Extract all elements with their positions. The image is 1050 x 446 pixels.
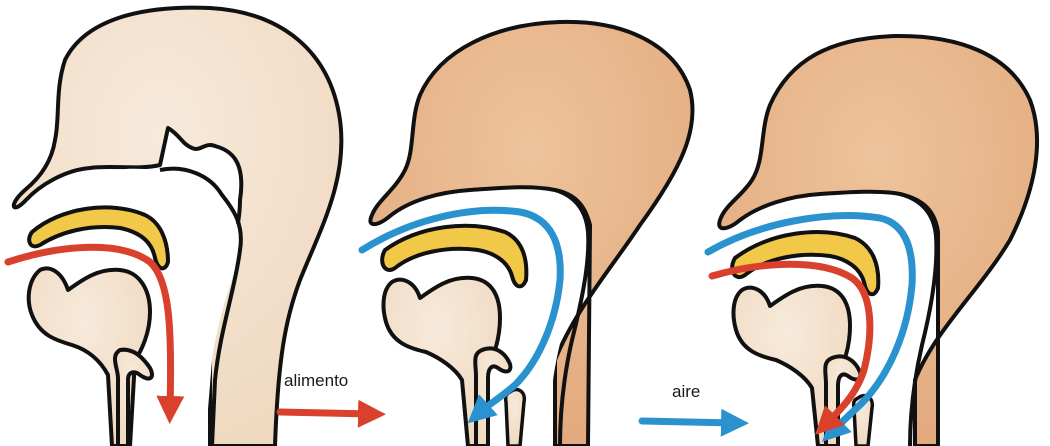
food-legend-arrow: [280, 412, 372, 414]
air-legend-arrow: [642, 421, 735, 423]
panel-3: [708, 36, 1037, 446]
panel-2: [362, 22, 693, 446]
air-legend-label: aire: [672, 382, 700, 402]
food-legend-label: alimento: [284, 371, 348, 391]
epiglottis: [506, 390, 525, 446]
